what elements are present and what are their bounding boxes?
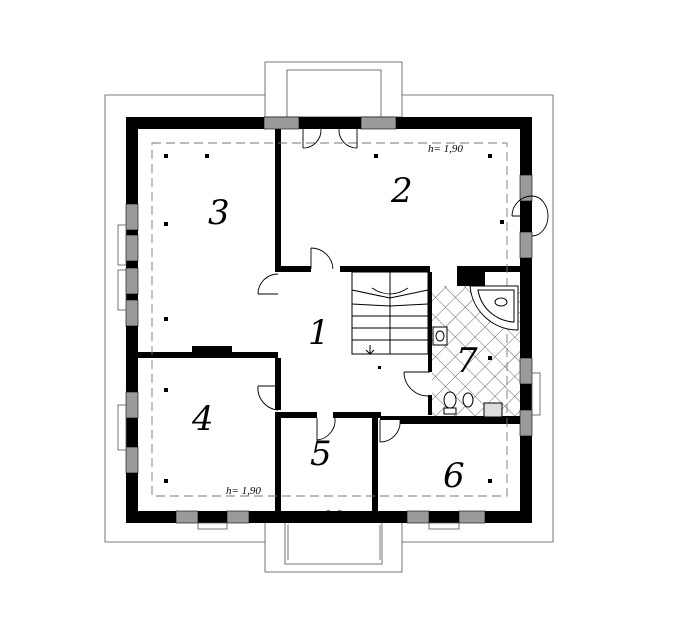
toilet <box>443 391 457 409</box>
height-label-top: h= 1,90 <box>428 143 463 155</box>
interior-walls <box>138 129 520 512</box>
doors <box>257 128 549 443</box>
ceiling-dashed-lines <box>151 142 508 497</box>
room-label-3: 3 <box>208 193 230 233</box>
window-sills <box>117 224 541 530</box>
room-label-4: 4 <box>191 399 214 439</box>
room-label-2: 2 <box>390 171 413 211</box>
light-points <box>164 154 504 483</box>
windows <box>125 116 533 524</box>
sink <box>432 326 448 346</box>
bidet <box>462 392 474 408</box>
room-label-1: 1 <box>308 313 330 353</box>
staircase <box>351 271 429 355</box>
room-label-5: 5 <box>310 434 332 474</box>
corner-bathtub <box>469 285 519 331</box>
bathroom-fixtures <box>432 285 519 418</box>
room-label-6: 6 <box>443 456 465 496</box>
height-label-bottom: h= 1,90 <box>226 485 261 497</box>
room-label-7: 7 <box>456 341 478 381</box>
washer <box>483 402 503 418</box>
